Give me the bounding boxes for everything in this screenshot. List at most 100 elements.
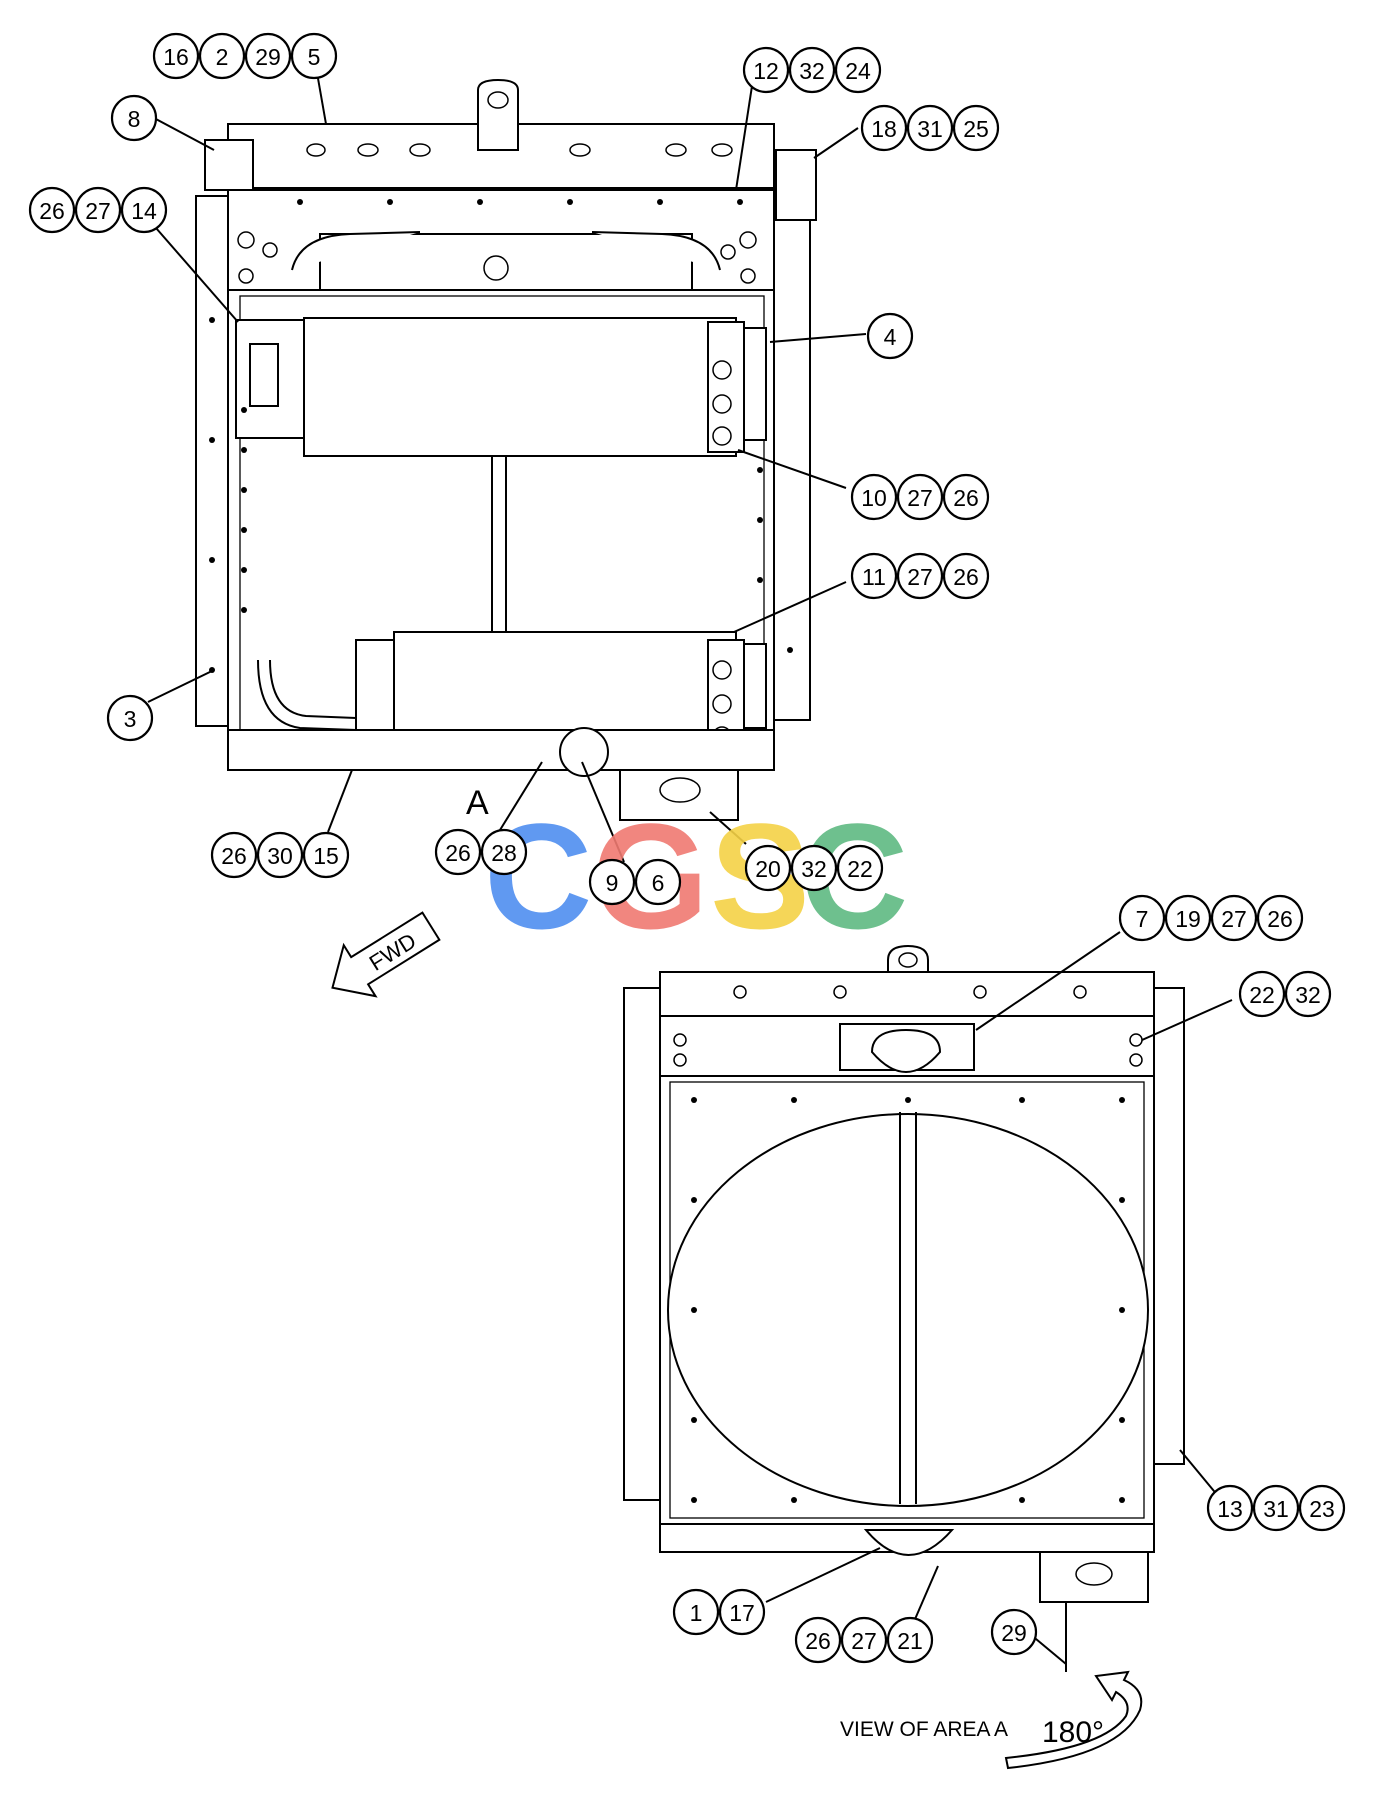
callout-circle [106, 694, 154, 742]
callout-number: 31 [917, 116, 943, 142]
callout-group: 1 17 [672, 1588, 766, 1636]
callout-number: 11 [862, 564, 886, 590]
callout-number: 8 [128, 106, 141, 132]
callout-group: 11 27 26 [850, 552, 990, 600]
callout-circle [1164, 894, 1212, 942]
callout-circle [788, 46, 836, 94]
callout-number: 18 [871, 116, 897, 142]
callout-circle [1252, 1484, 1300, 1532]
callout-circle [1210, 894, 1258, 942]
callout-group: 29 [990, 1608, 1038, 1656]
top-assembly-drawing [195, 78, 817, 821]
callout-number: 32 [799, 58, 825, 84]
callout-circle [434, 828, 482, 876]
callout-number: 15 [313, 843, 339, 869]
callout-number: 26 [953, 564, 979, 590]
leader-lines-top [147, 66, 867, 863]
callout-group: 10 27 26 [850, 473, 990, 521]
callout-number: 27 [1221, 906, 1247, 932]
callout-number: 17 [729, 1600, 755, 1626]
callout-circle [850, 552, 898, 600]
callout-circle [850, 473, 898, 521]
callout-number: 29 [255, 44, 281, 70]
rotation-indicator: 180° VIEW OF AREA A [840, 1670, 1143, 1770]
callout-circle [152, 32, 200, 80]
callout-number: 14 [131, 198, 157, 224]
callout-circle [480, 828, 528, 876]
callout-number: 3 [124, 706, 137, 732]
callout-number: 26 [445, 840, 471, 866]
callout-number: 27 [85, 198, 111, 224]
callout-circle [990, 1608, 1038, 1656]
callout-circle [290, 32, 338, 80]
callout-circle [866, 312, 914, 360]
callout-number: 13 [1217, 1496, 1243, 1522]
rotation-label: 180° [1042, 1716, 1104, 1749]
callout-circle [198, 32, 246, 80]
callout-circle [718, 1588, 766, 1636]
callout-circle [1284, 970, 1332, 1018]
callout-circle [860, 104, 908, 152]
callout-number: 26 [221, 843, 247, 869]
callout-number: 5 [308, 44, 321, 70]
callout-number: 26 [953, 485, 979, 511]
watermark-c1: C [484, 792, 592, 960]
rivet-dots-bottom [673, 985, 1143, 1503]
callout-circle [244, 32, 292, 80]
callout-number: 1 [690, 1600, 703, 1626]
callout-group: 16 2 29 5 [152, 32, 338, 80]
callout-circle [28, 186, 76, 234]
callout-number: 19 [1175, 906, 1201, 932]
callout-number: 32 [1295, 982, 1321, 1008]
callout-circle [744, 844, 792, 892]
callout-circle [588, 858, 636, 906]
callout-circle [836, 844, 884, 892]
callout-number: 6 [652, 870, 665, 896]
callout-number: 31 [1263, 1496, 1289, 1522]
callout-circle [886, 1616, 934, 1664]
callout-circle [906, 104, 954, 152]
callout-circle [1256, 894, 1304, 942]
callout-circle [840, 1616, 888, 1664]
callout-circle [210, 831, 258, 879]
callout-group: 26 30 15 [210, 831, 350, 879]
callout-circle [302, 831, 350, 879]
callout-circle [1238, 970, 1286, 1018]
callout-number: 16 [163, 44, 189, 70]
callout-number: 27 [907, 485, 933, 511]
callout-circle [952, 104, 1000, 152]
callout-number: 26 [1267, 906, 1293, 932]
callout-number: 30 [267, 843, 293, 869]
callout-group: 3 [106, 694, 154, 742]
callout-circle [1298, 1484, 1346, 1532]
callout-number: 22 [847, 856, 873, 882]
callout-circle [942, 473, 990, 521]
bottom-assembly-drawing [623, 944, 1185, 1672]
callout-number: 21 [897, 1628, 923, 1654]
callout-number: 10 [861, 485, 887, 511]
callout-number: 29 [1001, 1620, 1027, 1646]
callout-circle [74, 186, 122, 234]
callout-number: 2 [216, 44, 229, 70]
rivet-dots [209, 199, 793, 673]
callout-number: 20 [755, 856, 781, 882]
callout-number: 22 [1249, 982, 1275, 1008]
callout-group: 8 [110, 94, 158, 142]
callout-circle [256, 831, 304, 879]
callout-number: 27 [907, 564, 933, 590]
fwd-arrow: FWD [331, 911, 441, 998]
callout-group: 22 32 [1238, 970, 1332, 1018]
callout-number: 9 [606, 870, 619, 896]
callout-circle [120, 186, 168, 234]
callout-circle [1118, 894, 1166, 942]
